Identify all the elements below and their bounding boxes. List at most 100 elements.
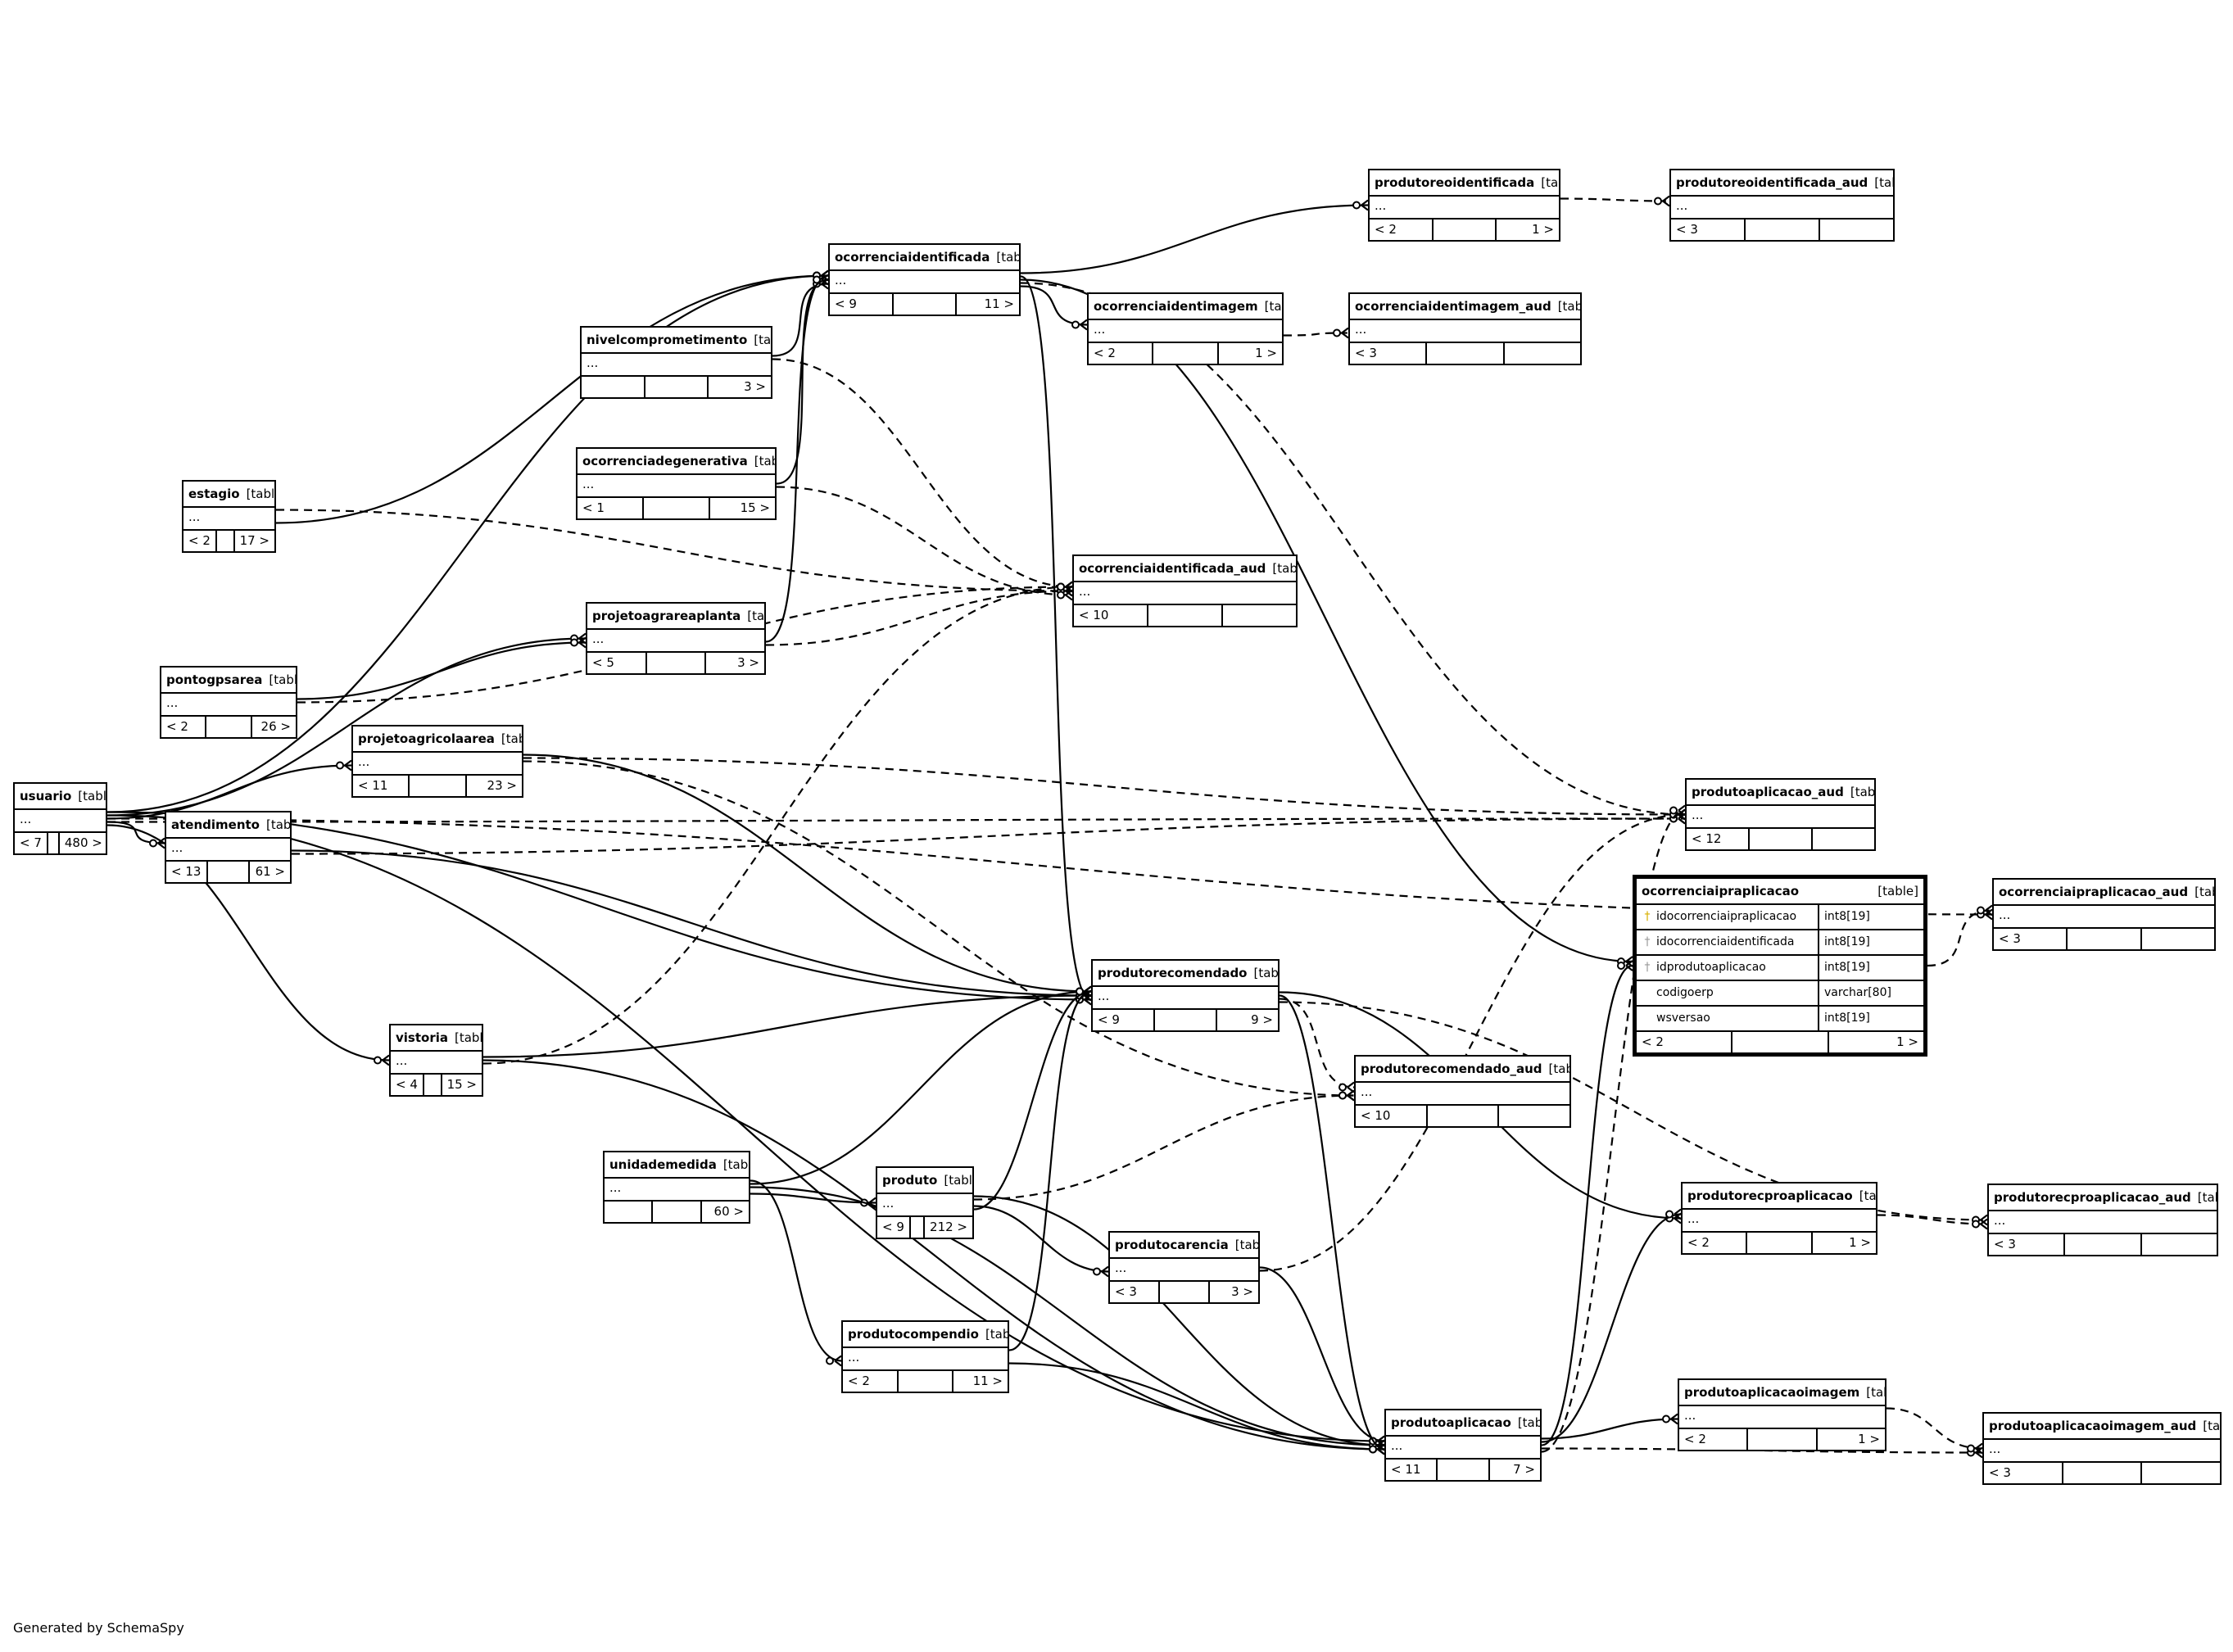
children-count[interactable]: 9 > [1251, 1012, 1273, 1027]
table-produtorecomendado_aud[interactable]: produtorecomendado_aud[table]...< 10 [1354, 1055, 1571, 1128]
children-count[interactable]: 1 > [1255, 346, 1277, 360]
children-count[interactable]: 1 > [1896, 1034, 1918, 1049]
table-produtorecproaplicacao[interactable]: produtorecproaplicacao[table]...< 21 > [1681, 1182, 1877, 1255]
table-ocorrenciaipraplicacao_aud[interactable]: ocorrenciaipraplicacao_aud[table]...< 3 [1992, 878, 2216, 951]
parents-count[interactable]: < 11 [1386, 1460, 1438, 1480]
table-ocorrenciaipraplicacao[interactable]: ocorrenciaipraplicacao[table]†idocorrenc… [1633, 875, 1927, 1057]
parents-count[interactable]: < 2 [1683, 1233, 1748, 1253]
parents-count[interactable]: < 2 [1637, 1032, 1733, 1052]
table-header: ocorrenciaipraplicacao_aud[table] [1994, 880, 2214, 906]
parents-count[interactable]: < 12 [1687, 829, 1750, 849]
table-estagio[interactable]: estagio[table]...< 217 > [182, 480, 276, 553]
table-name: unidademedida [609, 1157, 717, 1172]
children-count[interactable] [1820, 220, 1893, 240]
children-count[interactable]: 11 > [972, 1374, 1003, 1388]
table-produtorecomendado[interactable]: produtorecomendado[table]...< 99 > [1091, 959, 1280, 1032]
table-vistoria[interactable]: vistoria[table]...< 415 > [389, 1024, 483, 1097]
table-produtocompendio[interactable]: produtocompendio[table]...< 211 > [841, 1320, 1009, 1393]
parents-count[interactable]: < 3 [1671, 220, 1746, 240]
relationship-edge-nivelcomprometimento-to-ocorrenciaidentificada_aud [772, 358, 1073, 588]
parents-count[interactable]: < 9 [1093, 1010, 1155, 1030]
table-name: ocorrenciaidentimagem_aud [1355, 299, 1551, 314]
table-ocorrenciadegenerativa[interactable]: ocorrenciadegenerativa[table]...< 115 > [576, 447, 777, 520]
table-produtoaplicacao_aud[interactable]: produtoaplicacao_aud[table]...< 12 [1685, 778, 1876, 851]
collapsed-columns: ... [1671, 197, 1893, 220]
children-count[interactable]: 26 > [260, 719, 291, 734]
table-produtoaplicacao[interactable]: produtoaplicacao[table]...< 117 > [1384, 1409, 1542, 1482]
parents-count[interactable]: < 3 [1994, 929, 2068, 949]
parents-count[interactable]: < 5 [587, 653, 647, 673]
parents-count[interactable]: < 7 [15, 833, 48, 853]
children-count[interactable]: 3 > [1231, 1284, 1253, 1299]
table-projetoagrareaplanta[interactable]: projetoagrareaplanta[table]...< 53 > [586, 602, 766, 675]
children-count[interactable] [2142, 929, 2214, 949]
table-produtoaplicacaoimagem_aud[interactable]: produtoaplicacaoimagem_aud[table]...< 3 [1982, 1412, 2222, 1485]
table-produtoreoidentificada_aud[interactable]: produtoreoidentificada_aud[table]...< 3 [1669, 169, 1895, 242]
children-count[interactable]: 17 > [239, 533, 270, 548]
children-count[interactable]: 1 > [1849, 1235, 1871, 1250]
children-count[interactable] [1499, 1106, 1569, 1126]
children-count[interactable]: 23 > [487, 778, 517, 793]
parents-count[interactable]: < 2 [1089, 343, 1154, 364]
table-ocorrenciaidentificada_aud[interactable]: ocorrenciaidentificada_aud[table]...< 10 [1072, 554, 1298, 627]
table-produtoaplicacaoimagem[interactable]: produtoaplicacaoimagem[table]...< 21 > [1678, 1378, 1886, 1451]
table-produtoreoidentificada[interactable]: produtoreoidentificada[table]...< 21 > [1368, 169, 1560, 242]
table-produtorecproaplicacao_aud[interactable]: produtorecproaplicacao_aud[table]...< 3 [1987, 1184, 2218, 1256]
parents-count[interactable]: < 3 [1350, 343, 1428, 364]
parents-count[interactable]: < 10 [1356, 1106, 1428, 1126]
children-count[interactable]: 15 > [740, 500, 770, 515]
crowfoot-marker [1352, 201, 1361, 210]
table-nivelcomprometimento[interactable]: nivelcomprometimento[table]...3 > [580, 326, 772, 399]
table-ocorrenciaidentimagem[interactable]: ocorrenciaidentimagem[table]...< 21 > [1087, 292, 1284, 365]
footer-spacer [645, 377, 709, 397]
children-count[interactable]: 7 > [1513, 1462, 1535, 1477]
table-header: produtorecproaplicacao[table] [1683, 1184, 1876, 1210]
parents-count[interactable]: < 2 [183, 531, 217, 551]
children-count[interactable]: 60 > [713, 1204, 744, 1219]
collapsed-columns: ... [843, 1348, 1008, 1371]
children-count[interactable]: 480 > [64, 835, 102, 850]
children-count[interactable] [1223, 605, 1296, 626]
parents-count[interactable]: < 2 [161, 717, 207, 737]
table-unidademedida[interactable]: unidademedida[table]...60 > [603, 1151, 750, 1224]
parents-count[interactable] [605, 1202, 654, 1222]
children-count[interactable]: 11 > [984, 296, 1015, 311]
parents-count[interactable]: < 13 [166, 862, 208, 882]
parents-count[interactable] [582, 377, 645, 397]
parents-count[interactable]: < 11 [353, 776, 410, 796]
children-count[interactable] [1813, 829, 1874, 849]
parents-count[interactable]: < 10 [1074, 605, 1148, 626]
table-ocorrenciaidentimagem_aud[interactable]: ocorrenciaidentimagem_aud[table]...< 3 [1348, 292, 1582, 365]
children-count[interactable] [1505, 343, 1580, 364]
collapsed-columns: ... [605, 1179, 749, 1202]
table-produtocarencia[interactable]: produtocarencia[table]...< 33 > [1108, 1231, 1260, 1304]
parents-count[interactable]: < 9 [877, 1217, 911, 1238]
table-name: pontogpsarea [166, 672, 263, 687]
parents-count[interactable]: < 3 [1989, 1234, 2066, 1255]
table-footer: 60 > [605, 1202, 749, 1222]
children-count[interactable]: 1 > [1532, 222, 1555, 237]
parents-count[interactable]: < 1 [578, 498, 644, 518]
children-count[interactable]: 3 > [737, 655, 760, 670]
parents-count[interactable]: < 4 [391, 1075, 424, 1095]
children-count[interactable] [2142, 1234, 2217, 1255]
parents-count[interactable]: < 9 [830, 294, 894, 315]
children-count[interactable]: 15 > [446, 1077, 477, 1092]
children-count[interactable]: 61 > [255, 864, 285, 879]
parents-count[interactable]: < 2 [1679, 1429, 1749, 1450]
children-count[interactable]: 212 > [930, 1220, 967, 1234]
children-count[interactable] [2142, 1463, 2220, 1483]
parents-count[interactable]: < 2 [843, 1371, 899, 1392]
table-footer: < 3 [1671, 220, 1893, 240]
table-pontogpsarea[interactable]: pontogpsarea[table]...< 226 > [160, 666, 297, 739]
children-count[interactable]: 1 > [1858, 1432, 1880, 1446]
parents-count[interactable]: < 3 [1110, 1282, 1160, 1302]
table-ocorrenciaidentificada[interactable]: ocorrenciaidentificada[table]...< 911 > [828, 243, 1021, 316]
parents-count[interactable]: < 2 [1370, 220, 1434, 240]
parents-count[interactable]: < 3 [1984, 1463, 2063, 1483]
children-count[interactable]: 3 > [744, 379, 767, 394]
